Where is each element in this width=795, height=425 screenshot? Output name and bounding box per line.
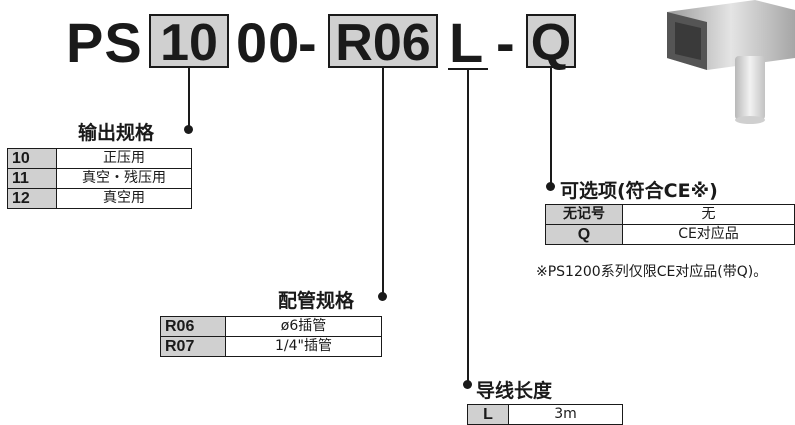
table-row: R06 ø6插管: [160, 316, 382, 337]
piping-desc: ø6插管: [225, 316, 382, 337]
lead-length-table: L 3m: [467, 404, 623, 425]
table-row: 12 真空用: [7, 188, 192, 209]
table-row: 10 正压用: [7, 148, 192, 169]
output-desc: 真空用: [56, 188, 192, 209]
output-code: 12: [7, 188, 57, 209]
leader-line-option: [550, 68, 552, 184]
leader-dot-piping: [378, 292, 387, 301]
part-prefix: PS: [66, 11, 143, 74]
piping-desc: 1/4"插管: [225, 336, 382, 357]
leader-line-output: [188, 68, 190, 128]
option-code-box: Q: [526, 14, 576, 70]
table-row: 无记号 无: [545, 204, 795, 225]
leader-dot-output: [184, 125, 193, 134]
output-spec-table: 10 正压用 11 真空・残压用 12 真空用: [7, 148, 192, 209]
table-row: L 3m: [467, 404, 623, 425]
output-desc: 正压用: [56, 148, 192, 169]
port-code-box: R06: [328, 14, 438, 70]
leader-dot-option: [546, 182, 555, 191]
output-desc: 真空・残压用: [56, 168, 192, 189]
option-footnote: ※PS1200系列仅限CE对应品(带Q)。: [536, 264, 768, 280]
series-code-box: 10: [149, 14, 229, 70]
table-row: 11 真空・残压用: [7, 168, 192, 189]
lead-length-title: 导线长度: [476, 380, 553, 402]
product-photo: [667, 0, 795, 124]
output-spec-title: 输出规格: [78, 122, 155, 144]
option-code: Q: [545, 224, 623, 245]
piping-spec-table: R06 ø6插管 R07 1/4"插管: [160, 316, 382, 357]
piping-code: R07: [160, 336, 226, 357]
piping-code: R06: [160, 316, 226, 337]
option-header-code: 无记号: [545, 204, 623, 225]
output-code: 11: [7, 168, 57, 189]
dash-separator-2: -: [496, 11, 516, 74]
table-row: R07 1/4"插管: [160, 336, 382, 357]
option-desc: CE对应品: [622, 224, 795, 245]
option-spec-table: 无记号 无 Q CE对应品: [545, 204, 795, 245]
lead-code-cell: L: [467, 404, 509, 425]
leader-line-lead: [467, 70, 469, 382]
dash-separator: -: [298, 11, 318, 74]
lead-code: L: [449, 11, 485, 74]
option-spec-title: 可选项(符合CE※): [560, 180, 718, 202]
lead-desc: 3m: [508, 404, 623, 425]
lead-code-underline: [448, 68, 488, 70]
leader-line-piping: [382, 68, 384, 294]
leader-dot-lead: [463, 380, 472, 389]
output-code: 10: [7, 148, 57, 169]
option-header-desc: 无: [622, 204, 795, 225]
piping-spec-title: 配管规格: [278, 290, 355, 312]
fixed-code: 00: [236, 11, 301, 74]
table-row: Q CE对应品: [545, 224, 795, 245]
